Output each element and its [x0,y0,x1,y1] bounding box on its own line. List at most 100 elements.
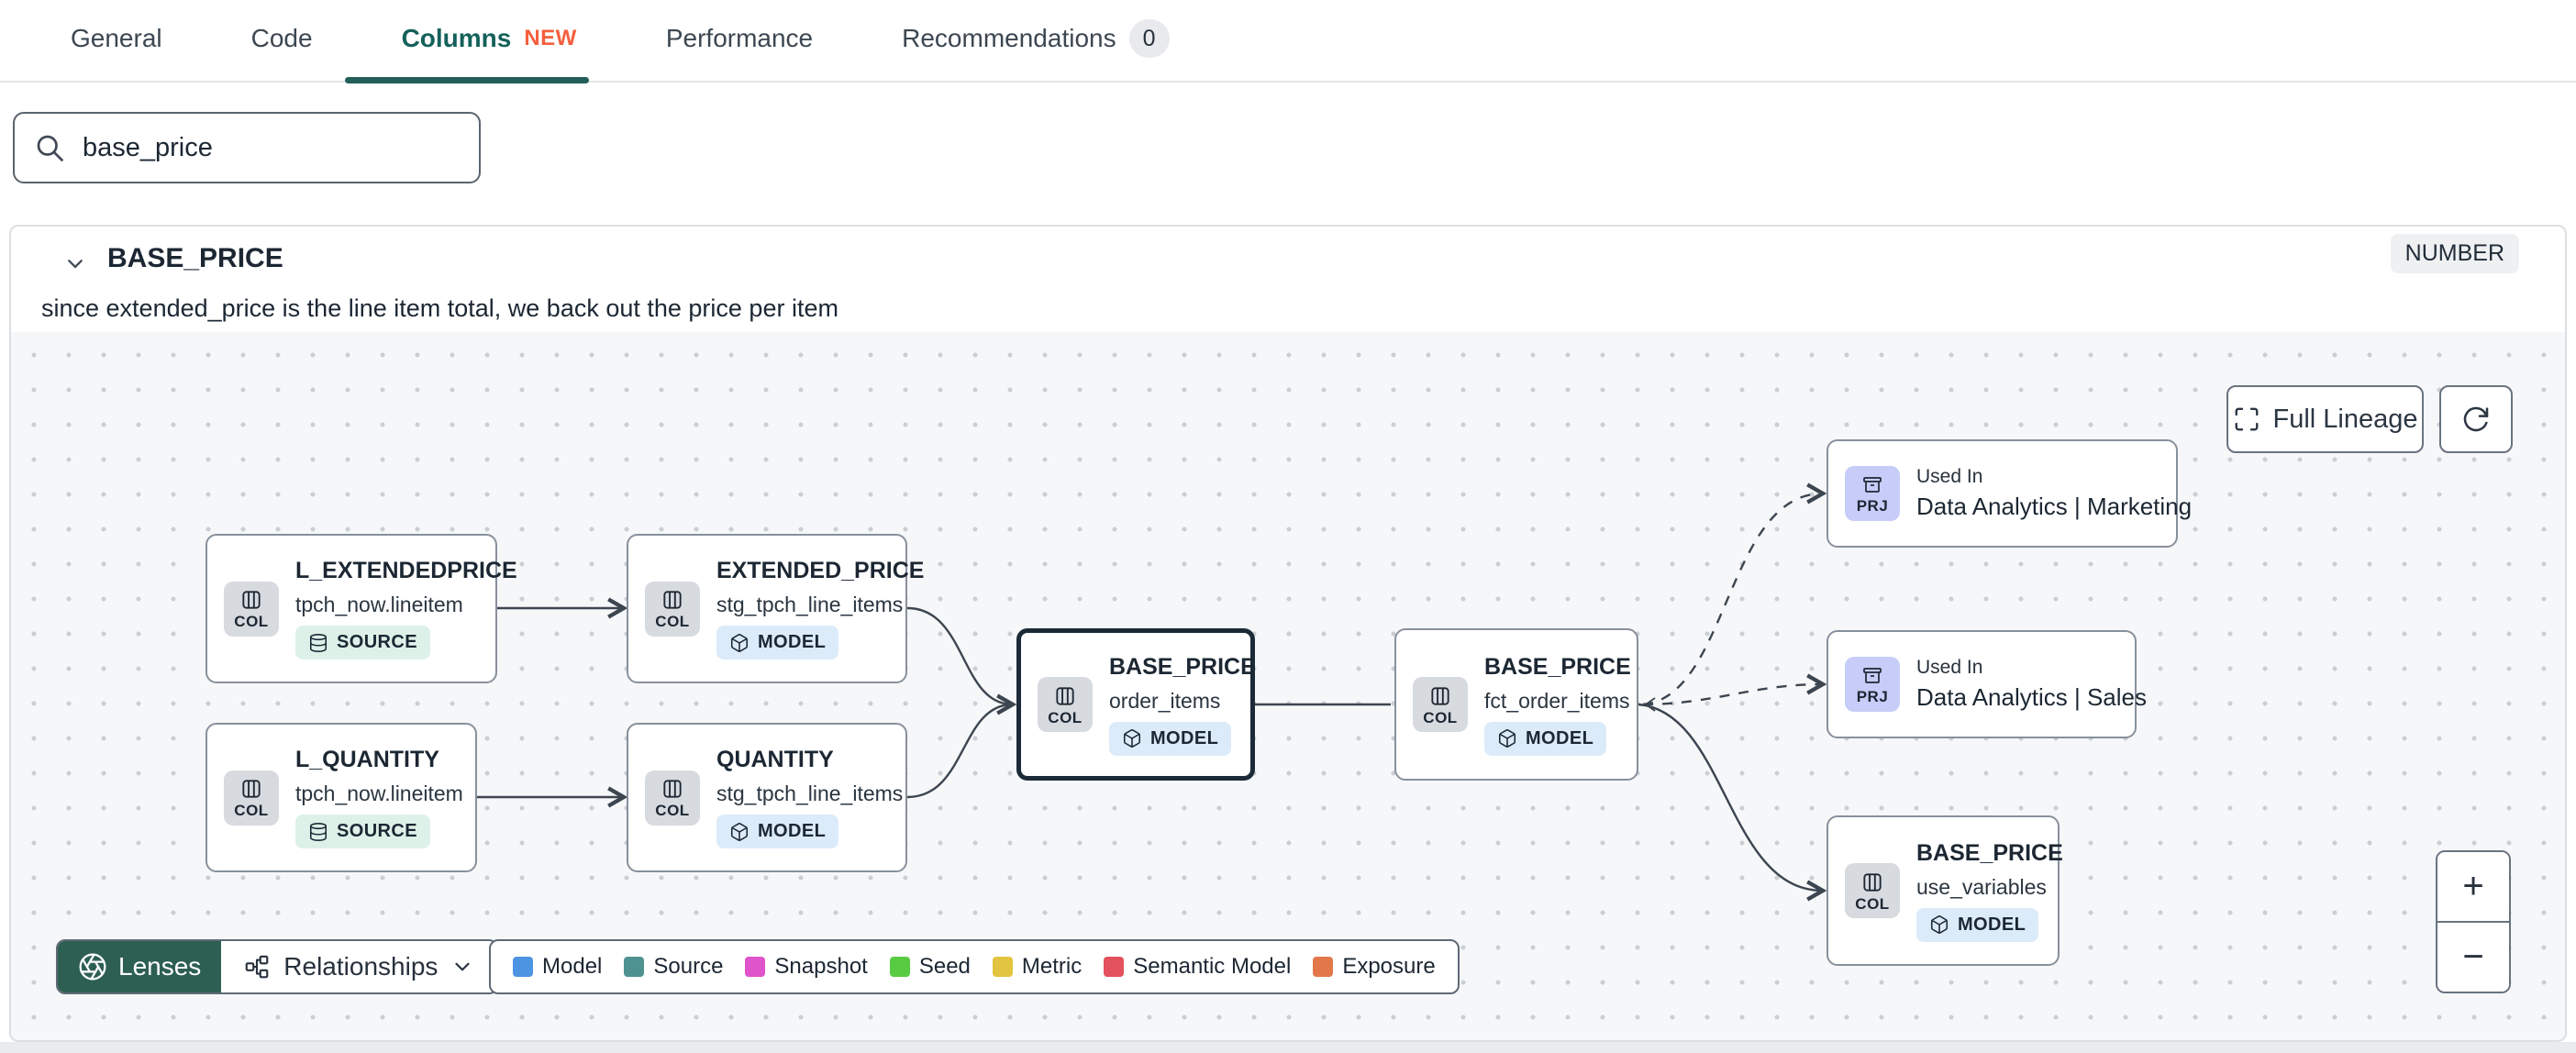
node-subtitle: stg_tpch_line_items [716,781,904,805]
zoom-out-button[interactable]: − [2437,923,2509,992]
node-title: Used In [1916,466,1983,487]
lineage-canvas[interactable]: COL L_EXTENDEDPRICE tpch_now.lineitem SO… [11,332,2565,1040]
edge [906,606,1017,715]
node-title: BASE_PRICE [1109,653,1256,680]
legend-item-seed: Seed [889,954,971,980]
node-title: L_QUANTITY [295,747,439,772]
relationships-dropdown[interactable]: Relationships [221,941,497,992]
zoom-in-icon: + [2462,866,2484,906]
lineage-node-base-price-fct-order-items[interactable]: COL BASE_PRICE fct_order_items MODEL [1394,628,1638,781]
lenses-control-group: Lenses Relationships [56,939,499,994]
node-subtitle: stg_tpch_line_items [716,593,904,616]
zoom-controls: + − [2436,850,2511,993]
columns-icon [663,591,682,609]
model-kind-badge: MODEL [1916,907,2039,942]
kind-label: MODEL [1526,727,1594,748]
new-badge: NEW [524,26,577,50]
model-swatch [513,957,533,977]
search-icon [37,135,63,161]
edge [906,703,1014,799]
column-badge: COL [1845,863,1900,918]
kind-label: MODEL [758,632,827,652]
project-badge-label: PRJ [1856,687,1889,705]
node-title: BASE_PRICE [1916,839,2063,866]
legend-label: Source [653,954,724,979]
legend-item-metric: Metric [992,954,1083,980]
search-input[interactable] [81,131,461,164]
columns-icon [242,780,261,798]
zoom-in-button[interactable]: + [2437,852,2509,921]
project-badge-label: PRJ [1856,496,1889,515]
bottom-strip [0,1042,2576,1053]
column-search-box[interactable] [13,112,481,183]
archive-icon [1863,476,1882,493]
node-title: Used In [1916,657,1983,678]
legend-label: Metric [1021,954,1083,979]
edge [1642,673,1827,706]
lineage-node-quantity[interactable]: COL QUANTITY stg_tpch_line_items MODEL [627,723,907,872]
full-lineage-button[interactable]: Full Lineage [2226,385,2424,453]
tab-recommendations-label: Recommendations [902,24,1116,52]
kind-label: MODEL [1958,914,2026,935]
legend-label: Semantic Model [1133,954,1292,979]
tab-recommendations[interactable]: Recommendations 0 [902,19,1170,58]
column-badge-label: COL [655,613,690,630]
node-subtitle: fct_order_items [1484,688,1630,713]
lenses-button[interactable]: Lenses [58,941,222,992]
legend-label: Model [542,954,603,979]
lineage-node-base-price-use-variables[interactable]: COL BASE_PRICE use_variables MODEL [1827,815,2063,966]
lineage-node-used-in-sales[interactable]: PRJ Used In Data Analytics | Sales [1827,630,2147,738]
zoom-out-icon: − [2462,937,2484,977]
refresh-button[interactable] [2439,385,2513,453]
lineage-node-l-quantity[interactable]: COL L_QUANTITY tpch_now.lineitem SOURCE [205,723,477,872]
column-badge-label: COL [234,613,269,630]
lineage-node-base-price-order-items[interactable]: COL BASE_PRICE order_items MODEL [1016,628,1256,781]
seed-swatch [889,957,910,977]
model-kind-badge: MODEL [1109,721,1232,756]
maximize-icon [2235,407,2258,431]
node-subtitle: Data Analytics | Sales [1916,683,2147,711]
cube-icon [1498,729,1516,748]
lineage-node-used-in-marketing[interactable]: PRJ Used In Data Analytics | Marketing [1827,439,2192,548]
legend-item-snapshot: Snapshot [745,954,868,980]
full-lineage-label: Full Lineage [2272,404,2418,434]
node-title: QUANTITY [716,747,834,772]
node-type-legend: Model Source Snapshot Seed Metric Semant… [489,939,1460,994]
column-panel-header: BASE_PRICE NUMBER since extended_price i… [11,227,2565,332]
lineage-node-l-extendedprice[interactable]: COL L_EXTENDEDPRICE tpch_now.lineitem SO… [205,534,517,683]
edge [1642,482,1827,706]
lineage-node-extended-price[interactable]: COL EXTENDED_PRICE stg_tpch_line_items M… [627,534,924,683]
column-badge-label: COL [1423,708,1458,726]
chevron-down-icon[interactable] [61,249,90,278]
node-subtitle: order_items [1109,688,1221,713]
columns-icon [663,780,682,798]
column-badge: COL [224,581,279,637]
lineage-edges [477,482,1827,902]
exposure-swatch [1313,957,1334,977]
node-subtitle: use_variables [1916,874,2047,899]
tab-columns-label: Columns [401,24,512,52]
lenses-label: Lenses [118,952,202,981]
tab-divider [0,81,2576,83]
recommendations-count-badge: 0 [1128,19,1170,58]
column-badge-label: COL [655,802,690,819]
tab-performance[interactable]: Performance [666,24,813,53]
column-badge-label: COL [1855,894,1890,913]
columns-icon [1863,872,1882,892]
node-subtitle: tpch_now.lineitem [295,781,463,805]
cube-icon [1123,729,1141,748]
tab-code[interactable]: Code [251,24,313,53]
tab-bar: General Code Columns NEW Performance Rec… [0,0,2576,83]
project-badge: PRJ [1845,466,1900,521]
kind-label: SOURCE [337,821,417,841]
column-badge-label: COL [1048,708,1083,726]
tab-columns[interactable]: Columns NEW [402,24,577,53]
column-name: BASE_PRICE [107,243,283,273]
database-icon [309,633,328,652]
tab-general[interactable]: General [71,24,162,53]
columns-icon [242,591,261,609]
metric-swatch [992,957,1013,977]
node-title: L_EXTENDEDPRICE [295,558,517,583]
node-title: BASE_PRICE [1484,653,1631,680]
legend-item-source: Source [624,954,723,980]
